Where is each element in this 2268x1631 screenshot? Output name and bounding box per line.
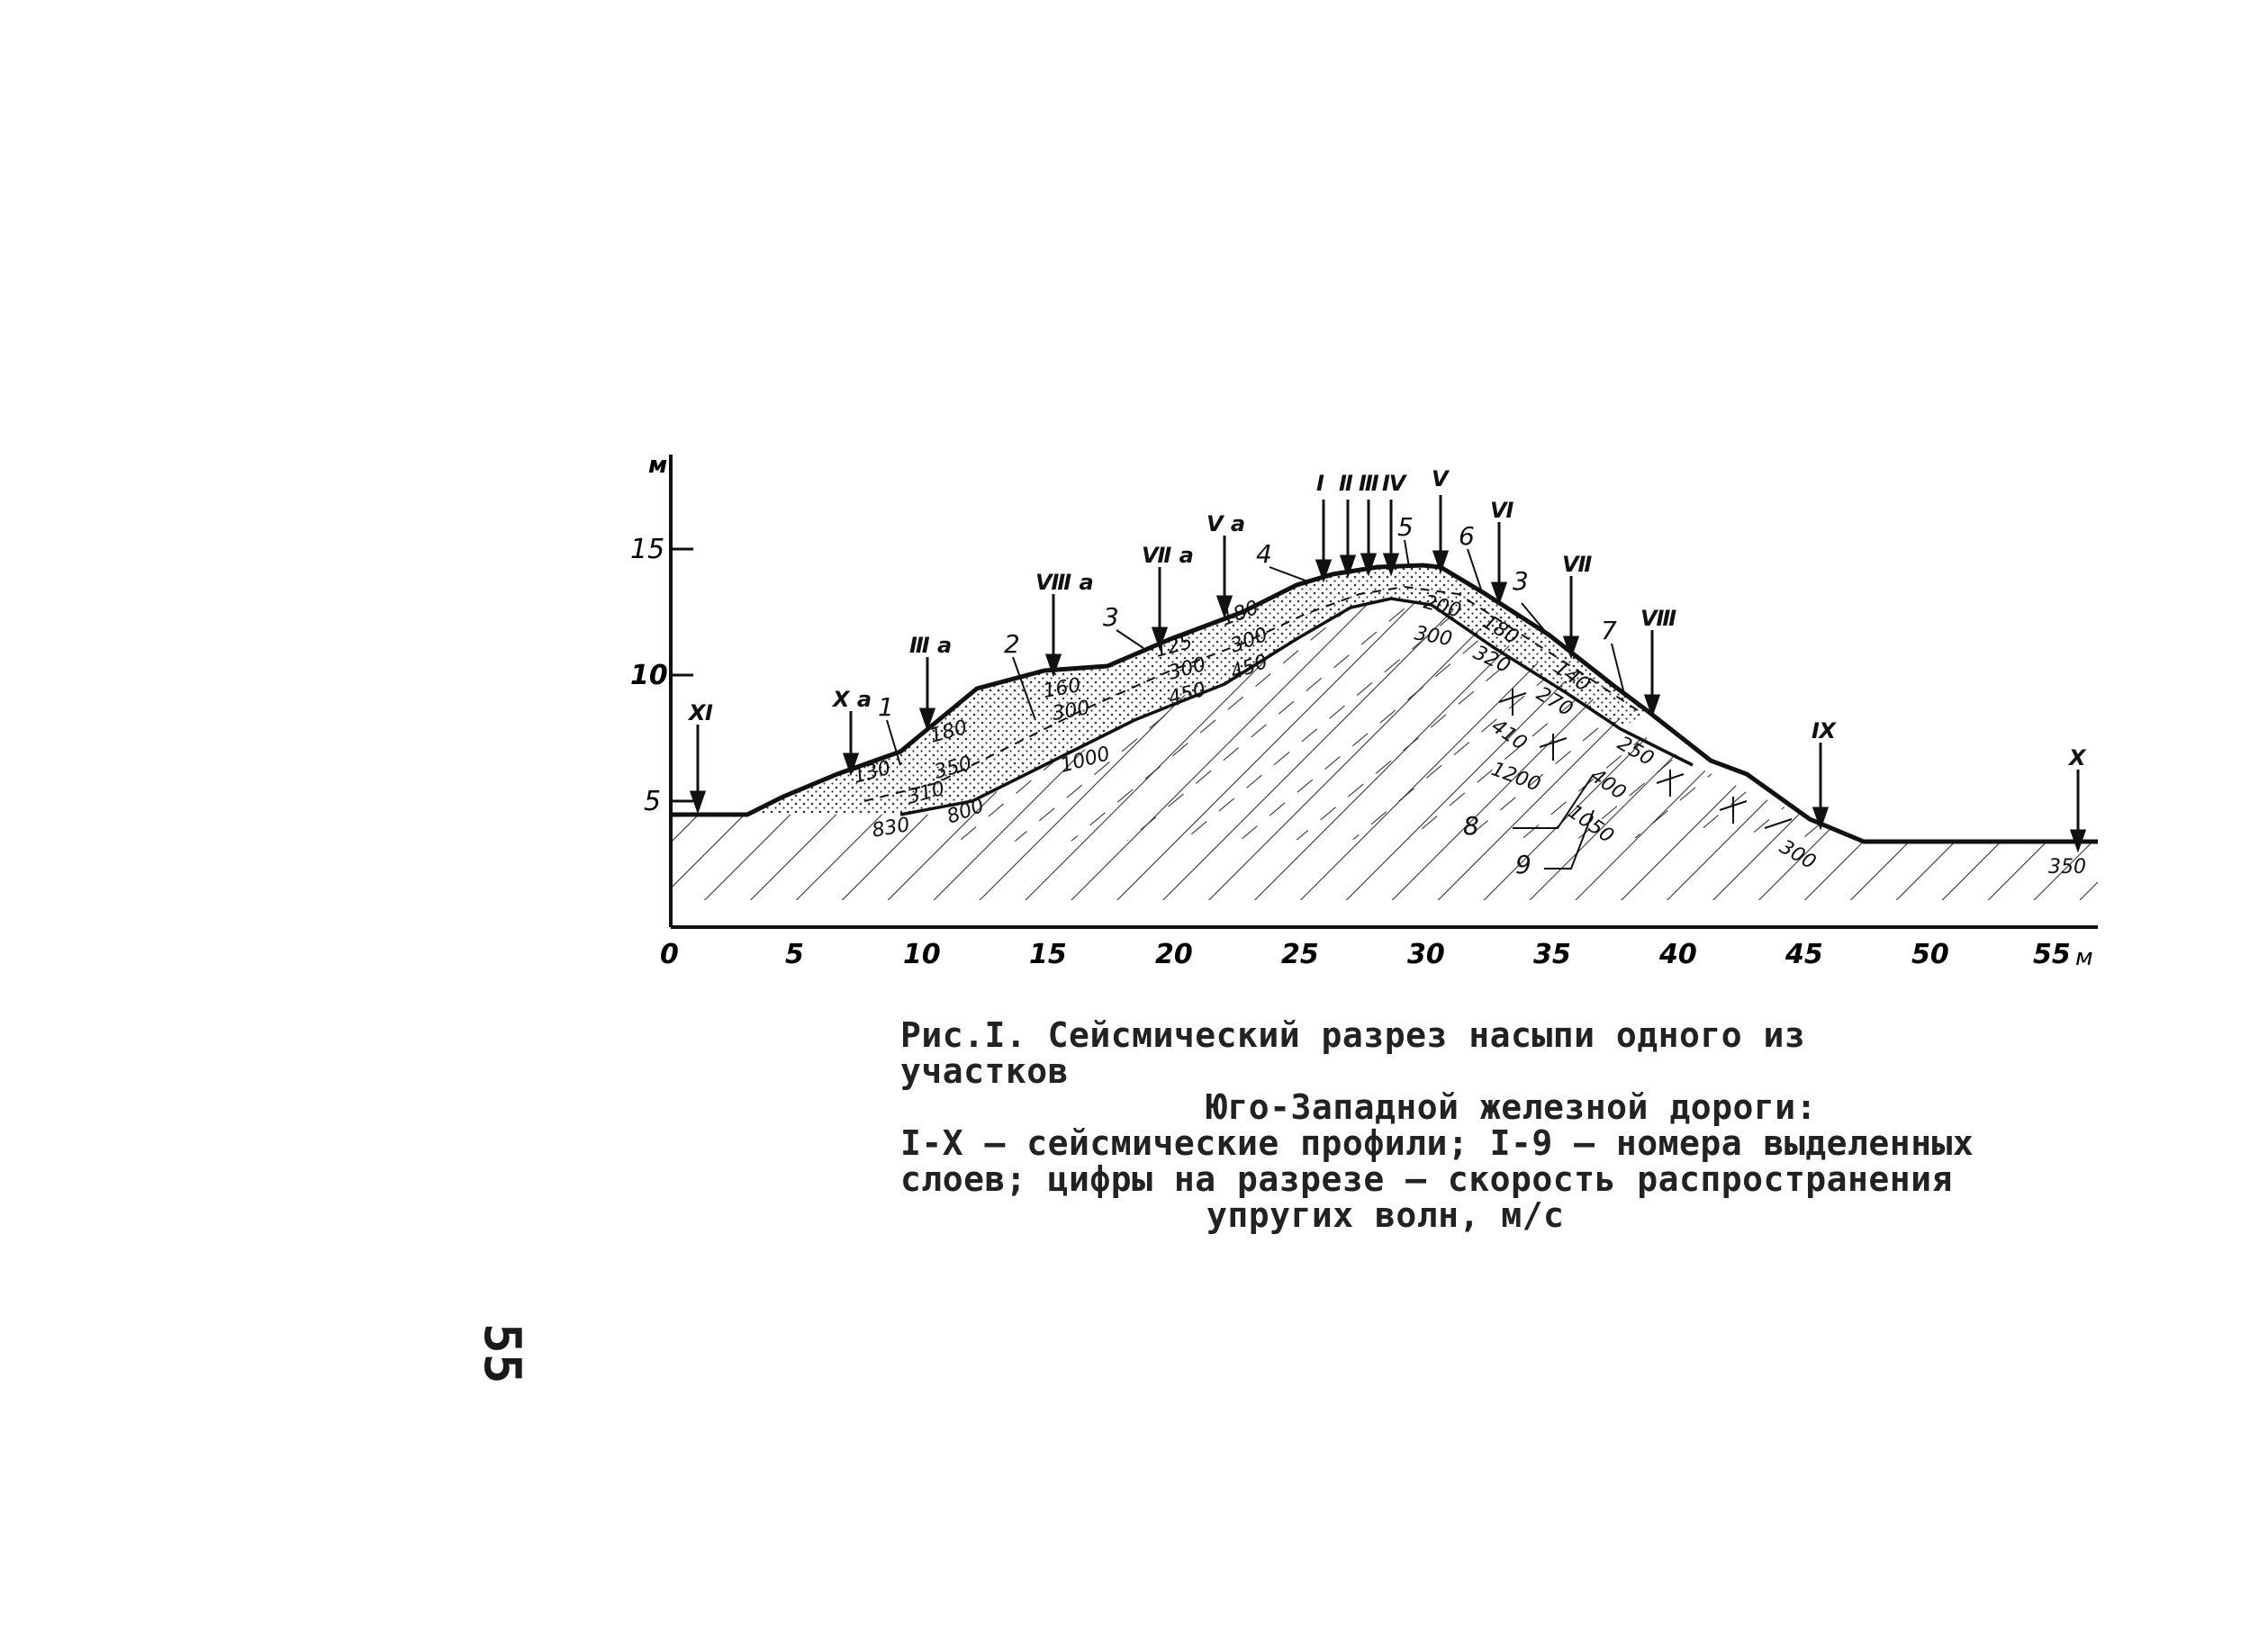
profile-label-xa: Ⅹ a	[831, 687, 872, 712]
profile-label-v: Ⅴ	[1432, 466, 1450, 491]
y-axis: м 15 10 5	[630, 452, 693, 927]
layer-number-8: 8	[1463, 811, 1479, 841]
caption-line: слоев; цифры на разрезе – скорость распр…	[900, 1159, 1953, 1199]
page-number: 55	[473, 1323, 531, 1384]
layer-number-9: 9	[1515, 850, 1532, 879]
caption-line: упругих волн, м/с	[1206, 1195, 1565, 1235]
layer-number-2: 2	[1004, 629, 1020, 659]
caption-line: Рис.I. Сейсмический разрез насыпи одного…	[900, 1015, 1806, 1091]
profile-arrow-viii	[1643, 630, 1661, 718]
profile-arrow-viia	[1151, 567, 1169, 651]
profile-arrow-v	[1432, 495, 1450, 574]
x-tick: 55	[2033, 939, 2071, 970]
embankment-fill	[747, 565, 1648, 815]
layer-boundary-middle	[863, 585, 1640, 802]
profile-arrow-x	[2069, 770, 2087, 853]
profile-arrow-vi	[1490, 522, 1508, 606]
layer-number-1: 1	[878, 692, 894, 722]
x-tick: 45	[1785, 939, 1823, 970]
x-tick: 30	[1407, 939, 1445, 970]
profile-label-viia: Ⅶ a	[1142, 543, 1194, 568]
x-tick: 0	[660, 939, 679, 970]
layer-number-3b: 3	[1513, 566, 1529, 596]
y-tick-15: 15	[630, 534, 664, 565]
layer-number-6: 6	[1459, 521, 1475, 551]
x-tick: 25	[1281, 939, 1319, 970]
layer-number-7: 7	[1601, 616, 1617, 645]
profile-label-viii: Ⅷ	[1640, 606, 1676, 631]
x-tick: 40	[1658, 939, 1697, 970]
profile-label-iv: Ⅳ	[1382, 471, 1407, 496]
layer-number-4: 4	[1256, 539, 1272, 569]
profile-label-iiia: Ⅲ a	[909, 633, 952, 658]
y-axis-unit: м	[648, 452, 667, 479]
profile-arrow-ii	[1339, 500, 1357, 579]
y-tick-10: 10	[630, 660, 668, 691]
profile-arrow-va	[1215, 536, 1233, 619]
profile-label-x: Ⅹ	[2067, 745, 2087, 770]
profile-arrow-xi	[689, 725, 707, 815]
embankment-surface-line	[671, 563, 2098, 844]
profile-arrows	[689, 495, 2087, 853]
profile-arrow-i	[1315, 500, 1333, 583]
profile-arrow-iii	[1360, 500, 1378, 577]
x-tick: 15	[1029, 939, 1067, 970]
profile-arrow-xa	[842, 711, 860, 777]
profile-arrow-iv	[1382, 500, 1400, 577]
layer-number-3: 3	[1103, 602, 1119, 632]
embankment-core	[945, 599, 1846, 842]
profile-label-viiia: Ⅷ a	[1035, 570, 1094, 595]
y-tick-5: 5	[644, 786, 661, 817]
caption-line: I-X – сейсмические профили; I-9 – номера…	[900, 1123, 1974, 1163]
profile-label-vii: Ⅶ	[1562, 552, 1592, 577]
profile-arrow-vii	[1562, 576, 1580, 660]
x-axis-unit: м	[2075, 944, 2093, 971]
profile-arrow-ix	[1812, 743, 1830, 831]
profile-label-iii: Ⅲ	[1359, 471, 1379, 496]
x-tick: 35	[1533, 939, 1571, 970]
profile-arrow-viiia	[1044, 594, 1062, 678]
layer-boundary-lower	[899, 597, 1694, 816]
x-tick: 50	[1911, 939, 1949, 970]
x-tick: 20	[1155, 939, 1193, 970]
profile-label-vi: Ⅵ	[1490, 498, 1514, 523]
x-tick: 10	[903, 939, 941, 970]
figure-caption: Рис.I. Сейсмический разрез насыпи одного…	[864, 1017, 1981, 1233]
profile-label-va: Ⅴ a	[1206, 511, 1245, 536]
x-axis: 0 5 10 15 20 25 30 35 40 45 50 55 м	[660, 925, 2098, 971]
profile-label-i: Ⅰ	[1316, 471, 1324, 496]
velocity-label: 350	[2048, 856, 2086, 879]
caption-line: Юго-Западной железной дороги:	[1206, 1087, 1817, 1127]
profile-label-ix: Ⅸ	[1812, 718, 1837, 743]
layer-number-5: 5	[1397, 512, 1414, 542]
profile-label-xi: Ⅺ	[687, 700, 713, 725]
profile-label-ii: Ⅱ	[1339, 471, 1353, 496]
profile-arrow-iiia	[918, 657, 936, 732]
x-tick: 5	[785, 939, 804, 970]
